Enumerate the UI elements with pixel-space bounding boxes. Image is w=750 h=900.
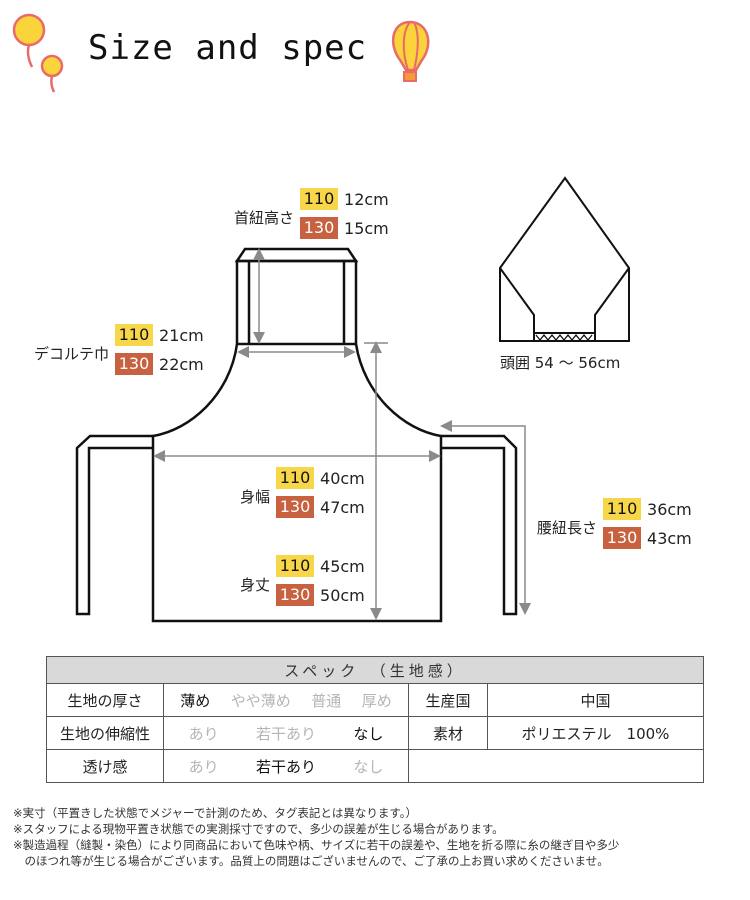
spec-table: スペック （生地感） 生地の厚さ 薄め やや薄め 普通 厚め 生産国 中国 生地… [46, 656, 704, 783]
table-row: 生地の伸縮性 あり 若干あり なし 素材 ポリエステル 100% [46, 716, 704, 750]
size-130-badge: 130 [276, 584, 315, 606]
option: 普通 [311, 691, 342, 710]
option-selected: 若干あり [255, 757, 316, 776]
option-selected: 薄め [180, 691, 211, 710]
table-row: 生地の厚さ 薄め やや薄め 普通 厚め 生産国 中国 [46, 683, 704, 717]
page-title: Size and spec [88, 28, 368, 68]
row-label: 生地の厚さ [46, 683, 164, 717]
size-110-badge: 110 [276, 467, 315, 489]
row-label: 生産国 [408, 683, 488, 717]
head-circumference-label: 頭囲 54 ～ 56cm [500, 354, 621, 372]
option: あり [188, 757, 219, 776]
note-line: ※実寸（平置きした状態でメジャーで計測のため、タグ表記とは異なります。） [13, 806, 417, 820]
size-130-badge: 130 [300, 217, 339, 239]
option: 厚め [361, 691, 392, 710]
spec-table-title: スペック （生地感） [46, 656, 704, 684]
header-decorations [12, 13, 430, 93]
note-line: ※スタッフによる現物平置き状態での実測採寸ですので、多少の誤差が生じる場合があり… [13, 822, 504, 836]
table-row: 透け感 あり 若干あり なし [46, 749, 704, 783]
row-value: 中国 [487, 683, 704, 717]
apron-diagram [75, 176, 630, 623]
row-label: 素材 [408, 716, 488, 750]
hot-air-balloon-icon [391, 20, 430, 82]
size-110-badge: 110 [603, 498, 642, 520]
note-line: ※製造過程（縫製・染色）により同商品において色味や柄、サイズに若干の誤差や、生地… [13, 838, 620, 852]
option: なし [353, 757, 384, 776]
hat-outline [499, 176, 630, 342]
balloon-icon [12, 13, 46, 68]
notes: ※実寸（平置きした状態でメジャーで計測のため、タグ表記とは異なります。） ※スタ… [13, 805, 619, 869]
row-value: ポリエステル 100% [487, 716, 704, 750]
measure-arrows [153, 248, 531, 620]
row-empty [408, 749, 704, 783]
size-110-badge: 110 [276, 555, 315, 577]
option: 若干あり [255, 724, 316, 743]
option: やや薄め [230, 691, 291, 710]
option-selected: なし [353, 724, 384, 743]
small-balloon-icon [40, 54, 64, 93]
note-line: のほつれ等が生じる場合がございます。品質上の問題はございませんので、ご了承の上お… [13, 854, 609, 868]
size-130-badge: 130 [276, 496, 315, 518]
size-110-badge: 110 [300, 188, 339, 210]
size-110-badge: 110 [115, 324, 154, 346]
row-label: 透け感 [46, 749, 164, 783]
row-label: 生地の伸縮性 [46, 716, 164, 750]
size-130-badge: 130 [115, 353, 154, 375]
option: あり [188, 724, 219, 743]
size-130-badge: 130 [603, 527, 642, 549]
